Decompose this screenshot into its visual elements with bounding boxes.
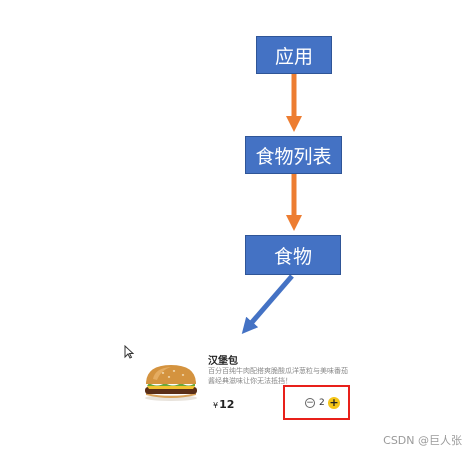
minus-button[interactable]: − (305, 398, 315, 408)
arrow-food-to-card (241, 274, 294, 335)
node-food-list: 食物列表 (245, 136, 342, 174)
food-description: 百分百纯牛肉配搭爽脆酸瓜洋葱粒与美味番茄酱经典滋味让你无法抵挡！ (208, 367, 348, 385)
price-value: 12 (219, 398, 235, 411)
node-food: 食物 (245, 235, 341, 275)
hamburger-image (145, 365, 197, 401)
node-app: 应用 (256, 36, 332, 74)
food-name: 汉堡包 (208, 356, 238, 367)
plus-button[interactable]: + (328, 396, 340, 409)
currency-symbol: ¥ (213, 401, 219, 410)
watermark: CSDN @巨人张 (383, 434, 462, 447)
stepper-highlight-box (283, 385, 350, 420)
food-price: ¥12 (213, 398, 234, 411)
mouse-cursor-icon (124, 345, 134, 359)
quantity-value: 2 (319, 398, 325, 408)
